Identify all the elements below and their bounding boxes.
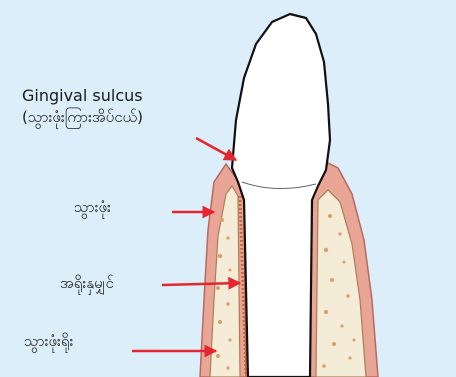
- label-gingival-sulcus: Gingival sulcus: [22, 86, 143, 106]
- arrow-sulcus: [196, 138, 236, 160]
- label-gingival-sulcus-myanmar: (သွားဖုံးကြားအိပ်ငယ်): [22, 106, 143, 128]
- label-ligament: အရိုးနှမျှင်: [60, 274, 114, 296]
- label-alveolar-bone: သွားဖုံးရိုး: [24, 332, 73, 354]
- label-gum: သွားဖုံး: [74, 198, 111, 220]
